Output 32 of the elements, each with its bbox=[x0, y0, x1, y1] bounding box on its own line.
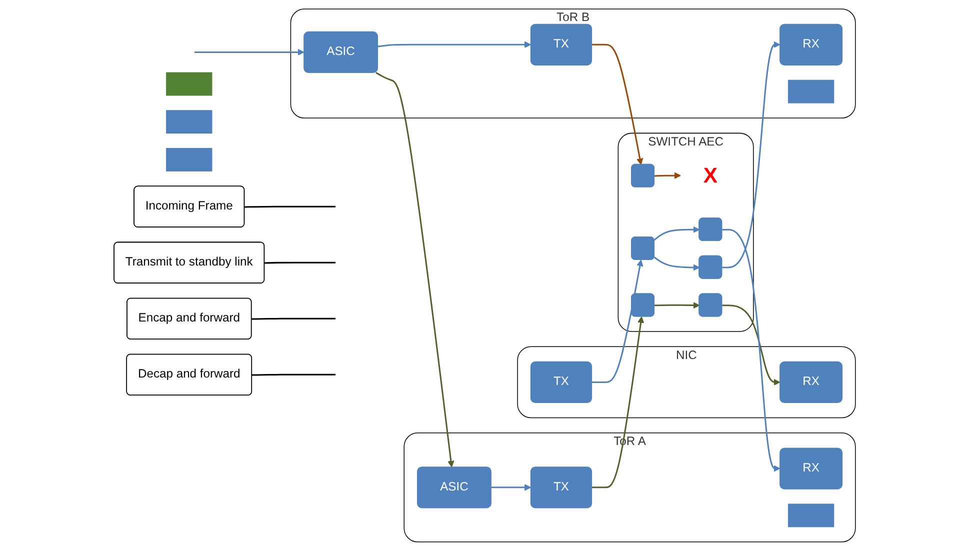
arrow bbox=[654, 302, 700, 309]
arrow bbox=[722, 41, 780, 268]
arrow bbox=[654, 256, 700, 271]
arrow bbox=[592, 44, 644, 165]
node-box: TX bbox=[530, 466, 592, 508]
node-bar bbox=[788, 80, 834, 104]
node-text: X bbox=[704, 163, 718, 187]
node-bar bbox=[788, 504, 834, 528]
arrow bbox=[722, 304, 780, 386]
node-bar bbox=[166, 148, 212, 172]
node-bar bbox=[166, 72, 212, 96]
arrow bbox=[722, 228, 780, 472]
arrow bbox=[654, 226, 700, 241]
connector bbox=[252, 318, 336, 320]
arrow bbox=[592, 260, 644, 383]
node-box: RX bbox=[780, 24, 843, 66]
node-box: RX bbox=[780, 448, 843, 490]
connector bbox=[252, 374, 336, 376]
node-box: ASIC bbox=[417, 466, 492, 508]
arrow bbox=[654, 172, 682, 179]
arrow bbox=[592, 316, 644, 488]
node-box: TX bbox=[530, 24, 592, 66]
arrow bbox=[194, 48, 304, 56]
arrow bbox=[491, 484, 532, 491]
node-box: TX bbox=[530, 361, 592, 404]
connector bbox=[264, 262, 336, 264]
node-box: ASIC bbox=[304, 31, 378, 74]
connector bbox=[244, 206, 336, 208]
node-bar bbox=[166, 110, 212, 134]
arrow bbox=[376, 72, 455, 468]
node-box: RX bbox=[780, 361, 843, 404]
arrow bbox=[378, 41, 532, 48]
